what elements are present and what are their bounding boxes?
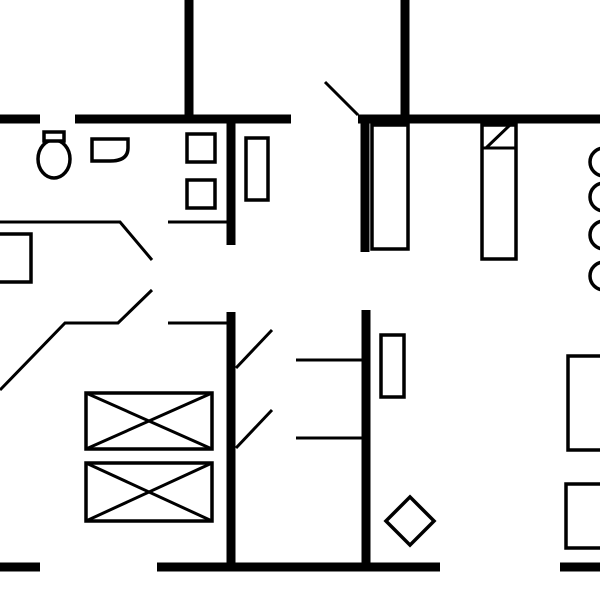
bed-lower-icon [84, 461, 214, 523]
dresser-icon [379, 333, 406, 399]
kitchen-counter-upper-icon [566, 354, 600, 452]
toilet-icon [36, 130, 72, 180]
bed-upper-icon [84, 391, 214, 451]
counter-left-icon [0, 232, 33, 284]
doors [234, 80, 360, 450]
shelf-upper-icon [185, 132, 217, 164]
wardrobe-right-diagonal [484, 123, 512, 150]
wardrobe-tall-icon [370, 123, 410, 251]
partitions [0, 220, 366, 440]
door-swing-entry [323, 80, 360, 117]
bathtub-icon [244, 136, 270, 202]
shelf-lower-icon [185, 178, 217, 210]
hall-partition-lower [0, 288, 154, 392]
closet-fixtures [370, 123, 518, 548]
door-swing-bedroom-lower [234, 408, 274, 450]
kitchen-counter-lower-icon [564, 482, 600, 550]
hall-partition-upper [0, 220, 154, 261]
nightstand-icon [383, 494, 437, 548]
bathroom-fixtures [36, 130, 270, 210]
door-swing-bedroom-upper [234, 328, 274, 370]
bathroom-sink-icon [90, 137, 130, 163]
stove-burners-icon [588, 146, 600, 292]
